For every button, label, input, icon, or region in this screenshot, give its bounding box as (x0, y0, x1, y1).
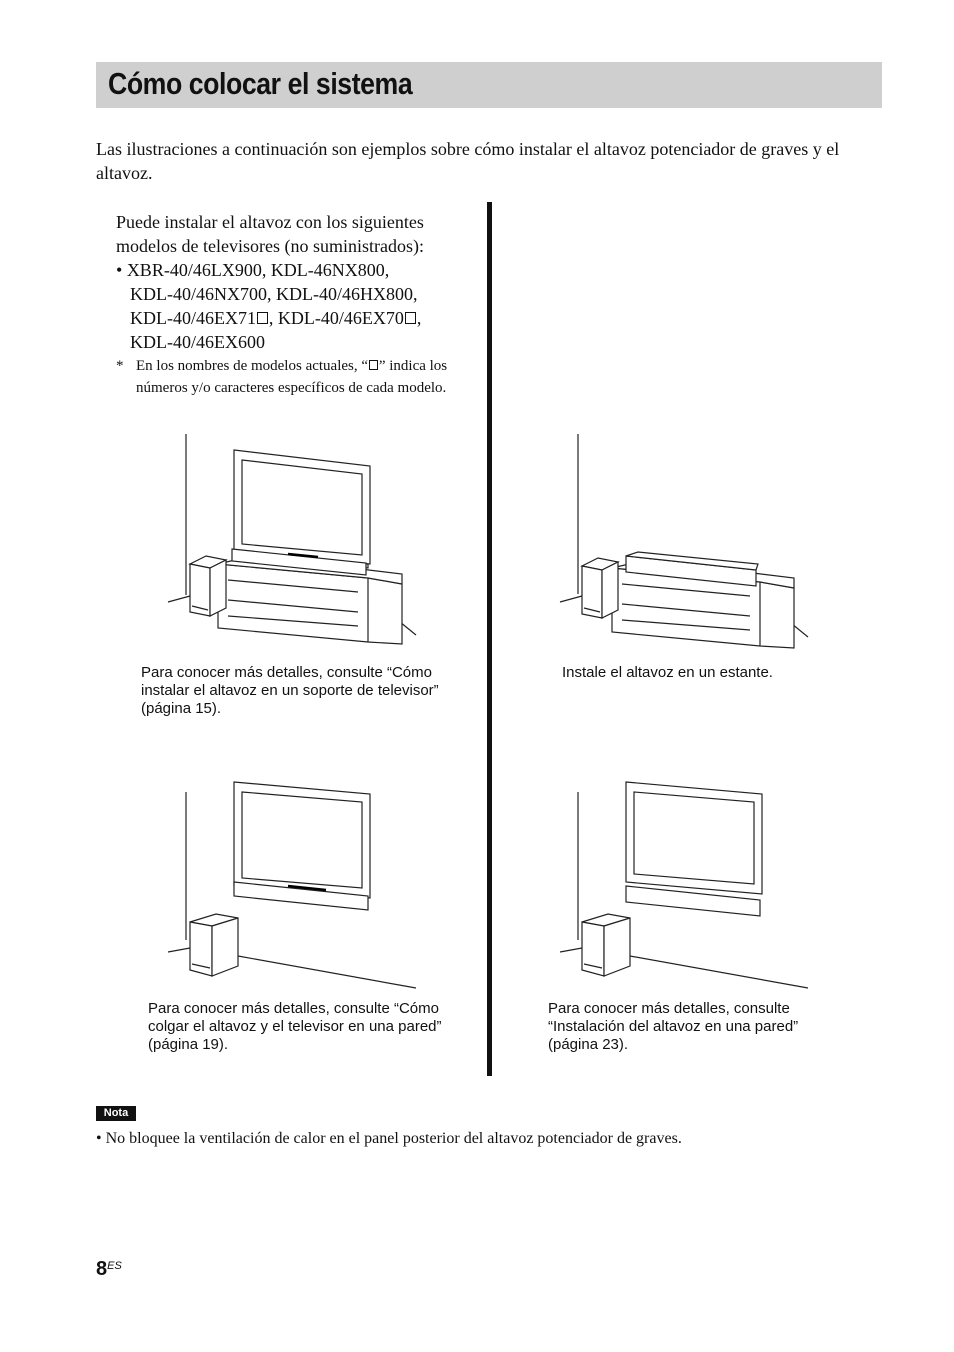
placeholder-square-icon (256, 312, 269, 324)
footnote-text-a: En los nombres de modelos actuales, “ (136, 358, 369, 374)
note-label: Nota (96, 1106, 136, 1121)
caption-tv-stand: Para conocer más detalles, consulte “Cóm… (141, 664, 439, 717)
models-lead: Puede instalar el altavoz con los siguie… (116, 212, 424, 256)
model-line-3a: KDL-40/46EX71 (130, 308, 256, 328)
illustration-wall-tv (168, 780, 418, 995)
page-language-suffix: ES (107, 1260, 122, 1272)
bullet-symbol: • (116, 260, 123, 280)
compatible-models: Puede instalar el altavoz con los siguie… (116, 210, 476, 354)
intro-paragraph: Las ilustraciones a continuación son eje… (96, 139, 840, 183)
footnote-text-b: ” indica los números y/o caracteres espe… (136, 358, 448, 396)
caption-wall-tv: Para conocer más detalles, consulte “Cóm… (148, 1000, 442, 1053)
placeholder-square-icon (368, 360, 379, 370)
page-title: Cómo colocar el sistema (108, 66, 413, 101)
caption-shelf: Instale el altavoz en un estante. (562, 664, 773, 681)
page-number: 8ES (96, 1258, 122, 1281)
placeholder-square-icon (404, 312, 416, 324)
page-number-value: 8 (96, 1258, 108, 1280)
column-divider (487, 202, 492, 1076)
model-line-2: KDL-40/46NX700, KDL-40/46HX800, (130, 284, 418, 304)
illustration-wall-only (560, 780, 810, 995)
caption-wall-only: Para conocer más detalles, consulte “Ins… (548, 1000, 799, 1053)
illustration-shelf (560, 432, 810, 657)
model-line-3c: , (416, 308, 422, 328)
note-text: • No bloquee la ventilación de calor en … (96, 1130, 682, 1147)
models-list: • XBR-40/46LX900, KDL-46NX800, KDL-40/46… (116, 258, 476, 354)
footnote: * En los nombres de modelos actuales, “” … (116, 356, 476, 399)
illustration-tv-stand (168, 430, 418, 655)
model-line-3b: , KDL-40/46EX70 (268, 308, 404, 328)
footnote-mark: * (116, 358, 124, 374)
title-bar: Cómo colocar el sistema (96, 62, 882, 108)
model-line-1: XBR-40/46LX900, KDL-46NX800, (126, 260, 390, 280)
model-line-4: KDL-40/46EX600 (130, 332, 265, 352)
